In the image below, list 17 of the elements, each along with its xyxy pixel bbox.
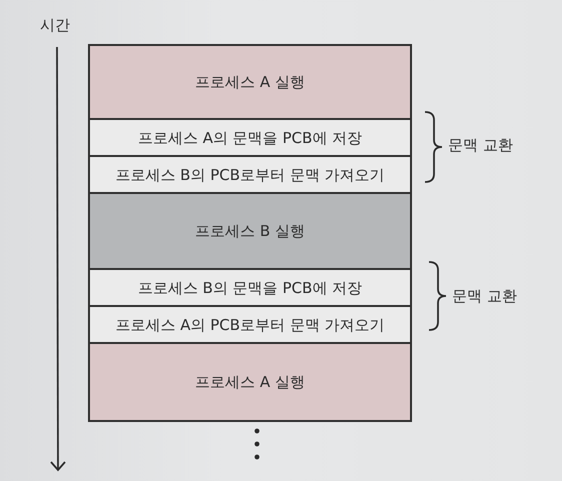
process-band [88, 155, 412, 194]
process-band [88, 192, 412, 270]
band-text: 프로세스 B 실행 [195, 222, 305, 240]
band-text: 프로세스 A 실행 [195, 373, 305, 391]
process-band [88, 118, 412, 157]
band-text: 프로세스 B의 PCB로부터 문맥 가져오기 [115, 166, 385, 184]
process-band [88, 44, 412, 120]
brace-label: 문맥 교환 [452, 287, 517, 305]
time-label: 시간 [40, 16, 70, 34]
band-text: 프로세스 A 실행 [195, 73, 305, 91]
brace-label: 문맥 교환 [448, 136, 513, 154]
process-band [88, 342, 412, 422]
process-band [88, 305, 412, 344]
band-text: 프로세스 A의 문맥을 PCB에 저장 [138, 128, 362, 146]
process-band [88, 268, 412, 307]
band-text: 프로세스 B의 문맥을 PCB에 저장 [138, 278, 362, 296]
band-text: 프로세스 A의 PCB로부터 문맥 가져오기 [115, 316, 385, 334]
